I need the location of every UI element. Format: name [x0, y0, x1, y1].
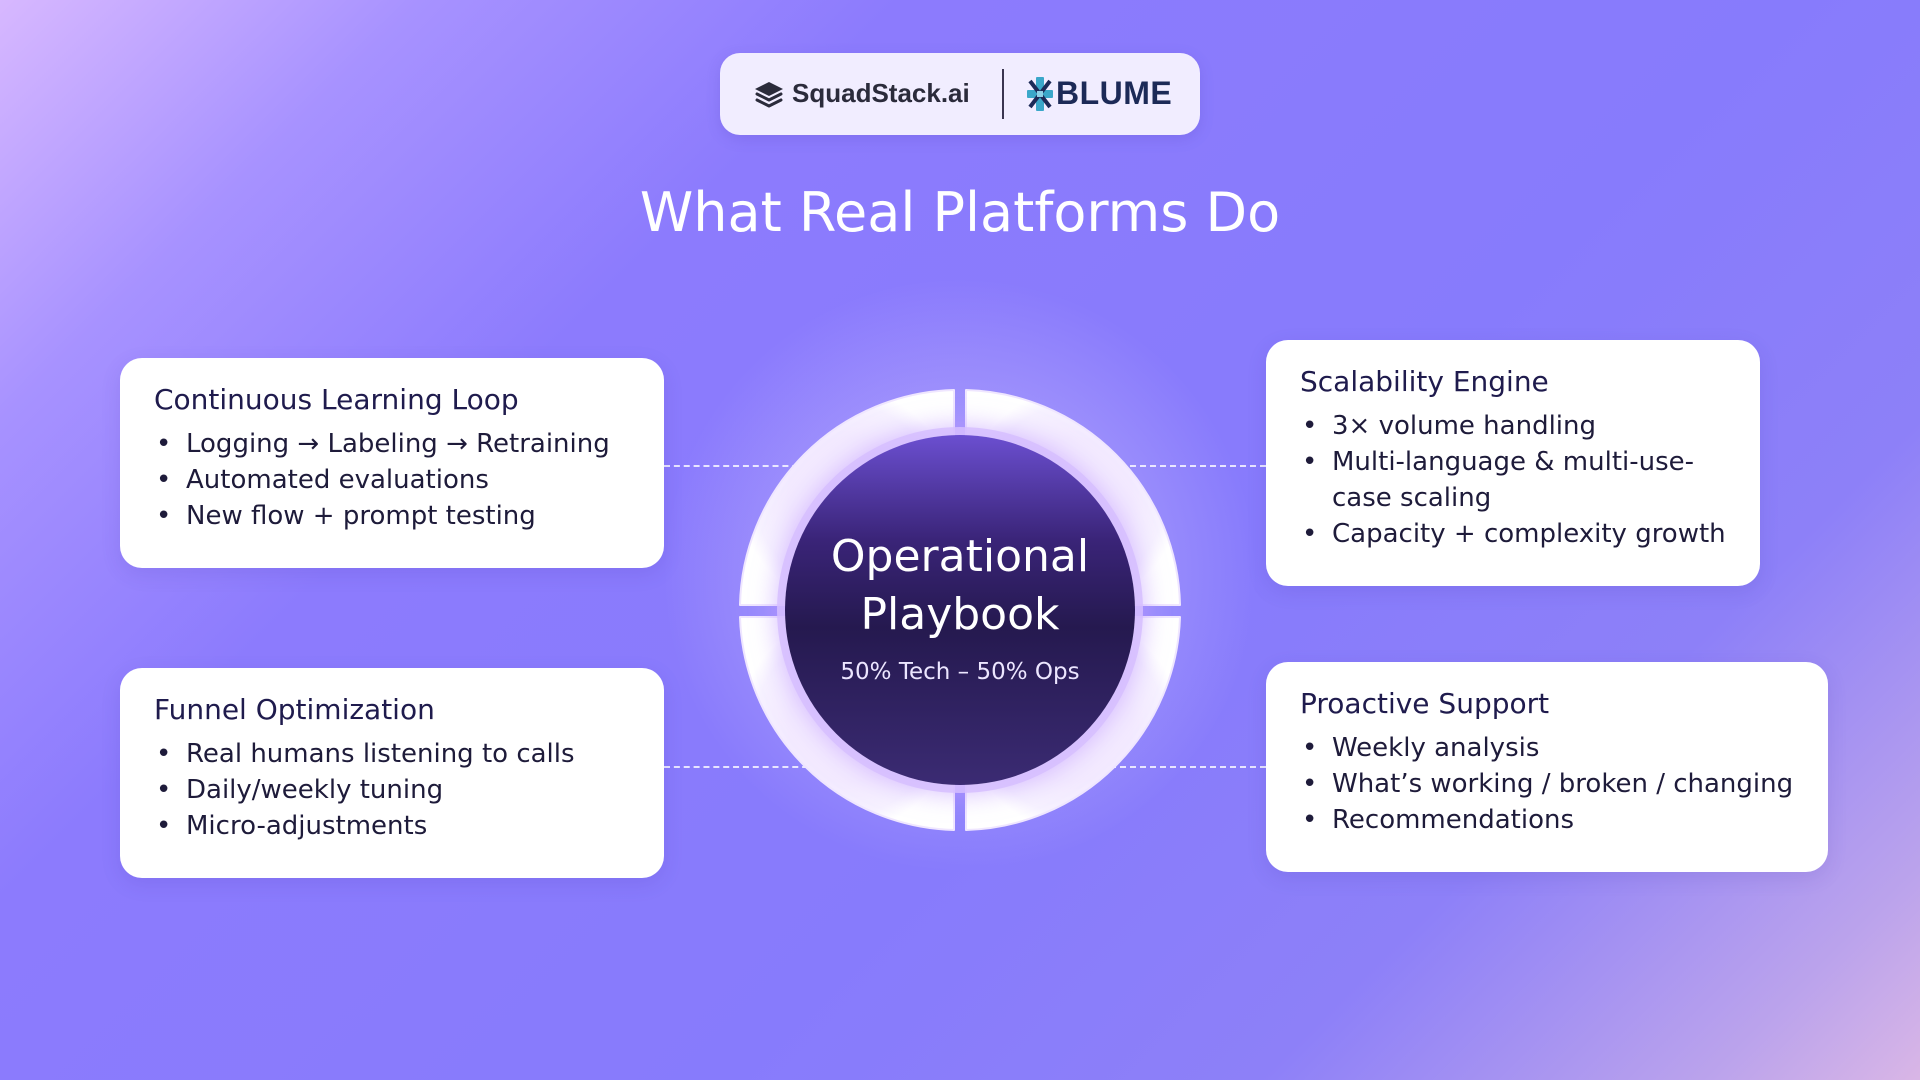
connector-bottom-right [1110, 766, 1266, 768]
connector-bottom-left [664, 766, 818, 768]
list-item: Multi-language & multi-use-case scaling [1300, 444, 1726, 516]
card-title: Funnel Optimization [154, 693, 435, 726]
card-title: Scalability Engine [1300, 365, 1549, 398]
connector-top-right [1110, 465, 1266, 467]
card-title: Continuous Learning Loop [154, 383, 519, 416]
center-title: Operational Playbook [830, 531, 1090, 640]
list-item: Real humans listening to calls [154, 736, 630, 772]
list-item: Weekly analysis [1300, 730, 1794, 766]
partner-logo-banner: SquadStack.ai BLUME [720, 53, 1200, 135]
page-title: What Real Platforms Do [639, 181, 1281, 244]
card-title: Proactive Support [1300, 687, 1550, 720]
list-item: 3× volume handling [1300, 408, 1726, 444]
list-item: New flow + prompt testing [154, 498, 630, 534]
connector-top-left [664, 465, 818, 467]
list-item: Logging → Labeling → Retraining [154, 426, 630, 462]
card-bullet-list: Logging → Labeling → Retraining Automate… [154, 426, 630, 534]
logo-divider [1002, 69, 1004, 119]
list-item: Automated evaluations [154, 462, 630, 498]
list-item: Capacity + complexity growth [1300, 516, 1726, 552]
list-item: Micro-adjustments [154, 808, 630, 844]
card-funnel-optimization: Funnel Optimization Real humans listenin… [120, 668, 664, 878]
squadstack-logo-text: SquadStack.ai [792, 78, 970, 108]
card-bullet-list: 3× volume handling Multi-language & mult… [1300, 408, 1726, 552]
blume-star-icon [1027, 77, 1053, 111]
list-item: Daily/weekly tuning [154, 772, 630, 808]
card-bullet-list: Real humans listening to calls Daily/wee… [154, 736, 630, 844]
card-continuous-learning-loop: Continuous Learning Loop Logging → Label… [120, 358, 664, 568]
blume-logo-text: BLUME [1056, 75, 1173, 111]
center-core: Operational Playbook 50% Tech – 50% Ops [785, 435, 1135, 785]
center-subtitle: 50% Tech – 50% Ops [840, 659, 1080, 685]
card-scalability-engine: Scalability Engine 3× volume handling Mu… [1266, 340, 1760, 586]
card-bullet-list: Weekly analysis What’s working / broken … [1300, 730, 1794, 838]
stacked-layers-icon [755, 82, 783, 108]
list-item: What’s working / broken / changing [1300, 766, 1794, 802]
list-item: Recommendations [1300, 802, 1794, 838]
card-proactive-support: Proactive Support Weekly analysis What’s… [1266, 662, 1828, 872]
